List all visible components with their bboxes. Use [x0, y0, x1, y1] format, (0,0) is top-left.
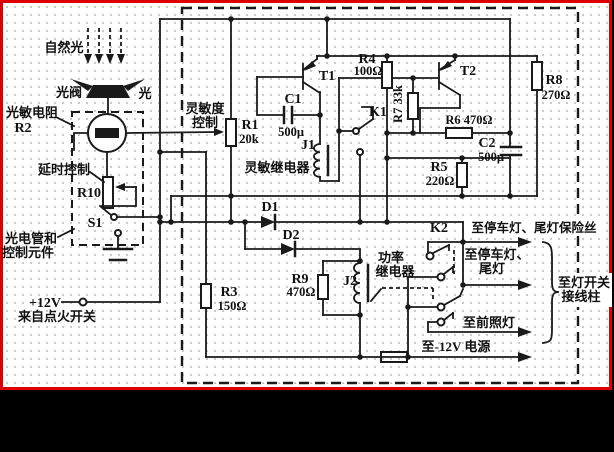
label-s1: S1 [88, 216, 103, 231]
label-j2: J2 [343, 274, 357, 289]
wires [159, 18, 538, 358]
label-r5-value: 220Ω [426, 174, 455, 188]
label-r3: R3 [220, 285, 237, 300]
label-t2: T2 [460, 64, 476, 79]
label-phototube-1: 光电管和 [4, 231, 57, 246]
photoresistor-r2 [73, 113, 224, 178]
controller-dashed-box [180, 6, 580, 385]
label-light: 光 [137, 86, 151, 101]
label-r1-value: 20k [239, 132, 259, 146]
relay-contacts-k1 [338, 106, 375, 156]
delay-pot-r10 [101, 176, 137, 209]
label-d2: D2 [282, 228, 299, 243]
output-arrows [518, 237, 532, 362]
label-power-relay-1: 功率 [378, 250, 404, 265]
label-r5: R5 [430, 160, 447, 175]
label-r7: R7 33k [391, 85, 405, 123]
diode-d2 [281, 240, 297, 258]
switch-s1 [98, 204, 161, 237]
label-supply: +12V [29, 296, 61, 311]
label-r10: R10 [77, 186, 101, 201]
label-r9-value: 470Ω [287, 285, 316, 299]
relay-coil-j2 [353, 262, 383, 304]
light-valve-icon [71, 79, 145, 115]
label-k2: K2 [430, 221, 448, 236]
terminal-brace [541, 240, 560, 345]
circuit-schematic: 自然光 光阀 光 光敏电阻 R2 延时控制 R10 S1 光电管和 控制元件 +… [2, 6, 612, 385]
label-t1: T1 [319, 69, 335, 84]
label-j1: J1 [301, 138, 315, 153]
junction-dots [157, 16, 513, 360]
label-r3-value: 150Ω [218, 299, 247, 313]
label-natural-light: 自然光 [44, 40, 83, 55]
label-photoresistor: 光敏电阻 [5, 105, 58, 120]
label-to-parking-2: 尾灯 [479, 261, 505, 276]
label-bg-switch [560, 273, 612, 307]
label-c2-value: 500μ [478, 150, 504, 164]
label-to-headlamp: 至前照灯 [463, 315, 515, 330]
natural-light-arrows [84, 28, 125, 64]
label-sensitivity-2: 控制 [192, 115, 218, 130]
label-bg-fuse [466, 219, 602, 236]
label-c1: C1 [284, 92, 301, 107]
label-r4: R4 [358, 52, 375, 67]
label-r2: R2 [14, 121, 31, 136]
relay-contacts-k2 [382, 241, 529, 358]
schematic-labels: 自然光 光阀 光 光敏电阻 R2 延时控制 R10 S1 光电管和 控制元件 +… [2, 40, 610, 354]
relay-coil-j1 [313, 143, 330, 178]
transistor-t1 [301, 55, 322, 95]
label-c1-value: 500μ [278, 125, 304, 139]
diode-d1 [261, 213, 277, 231]
label-r4-value: 100Ω [354, 64, 383, 78]
label-r6: R6 470Ω [445, 113, 492, 127]
capacitor-c2 [499, 145, 523, 157]
label-light-valve: 光阀 [55, 85, 82, 100]
label-r1: R1 [241, 118, 258, 133]
resistor-bodies [200, 61, 543, 309]
label-d1: D1 [261, 200, 278, 215]
label-power-relay-2: 继电器 [375, 264, 415, 279]
supply-input [61, 18, 161, 307]
label-to-parking-1: 至停车灯、 [464, 247, 529, 262]
label-delay-control: 延时控制 [37, 162, 90, 177]
label-lamp-switch-1: 至灯开关 [558, 275, 610, 290]
label-r9: R9 [291, 272, 308, 287]
leader-lines [56, 116, 106, 239]
label-to-minus12v: 至-12V 电源 [422, 339, 491, 354]
label-r8: R8 [545, 73, 562, 88]
label-phototube-2: 控制元件 [2, 245, 54, 260]
label-sensitive-relay: 灵敏继电器 [244, 160, 310, 175]
label-supply-source: 来自点火开关 [17, 309, 96, 324]
label-c2: C2 [478, 136, 495, 151]
label-sensitivity-1: 灵敏度 [185, 101, 225, 116]
label-k1: K1 [369, 105, 387, 120]
capacitor-c1 [282, 105, 294, 125]
ground-symbol [102, 235, 134, 262]
label-to-parking-fuse: 至停车灯、尾灯保险丝 [471, 220, 597, 235]
photocell-dashed-box [71, 111, 144, 246]
label-r8-value: 270Ω [542, 88, 571, 102]
label-lamp-switch-2: 接线柱 [561, 289, 600, 304]
